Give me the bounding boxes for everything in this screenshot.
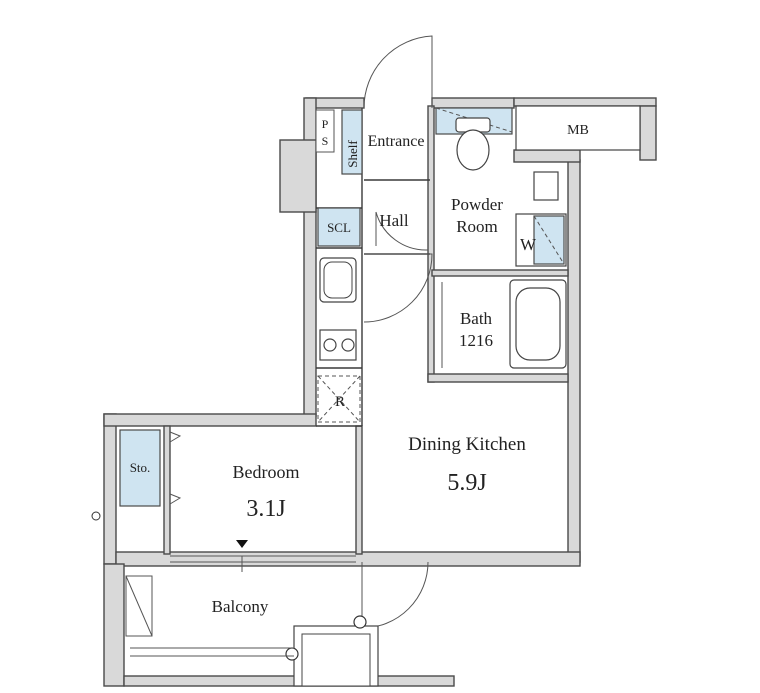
powder-room-label-2: Room <box>456 217 498 236</box>
hall-label: Hall <box>379 211 409 230</box>
dining-kitchen-size: 5.9J <box>447 470 486 496</box>
bath-label: Bath <box>460 309 493 328</box>
ps-label-p: P <box>322 117 329 131</box>
powder-room-label-1: Powder <box>451 195 503 214</box>
interior-walls <box>163 105 569 555</box>
bedroom-label: Bedroom <box>233 462 300 482</box>
fridge-label: R <box>335 394 345 410</box>
shelf-label: Shelf <box>345 140 360 168</box>
ps-label-s: S <box>322 134 329 148</box>
entrance-label: Entrance <box>368 133 425 150</box>
fixtures <box>91 105 641 687</box>
storage-label: Sto. <box>130 460 151 475</box>
walls <box>103 97 657 687</box>
washer-label: W <box>520 235 537 254</box>
doors <box>361 35 433 629</box>
scl-label: SCL <box>327 220 351 235</box>
labels: P S Shelf Entrance Hall SCL Powder Room … <box>130 117 589 616</box>
mb-label: MB <box>567 123 589 138</box>
entry-marker-icon <box>236 540 248 548</box>
bedroom-size: 3.1J <box>246 496 285 522</box>
dining-kitchen-label: Dining Kitchen <box>408 434 526 455</box>
balcony-label: Balcony <box>212 597 269 616</box>
bath-size: 1216 <box>459 331 493 350</box>
